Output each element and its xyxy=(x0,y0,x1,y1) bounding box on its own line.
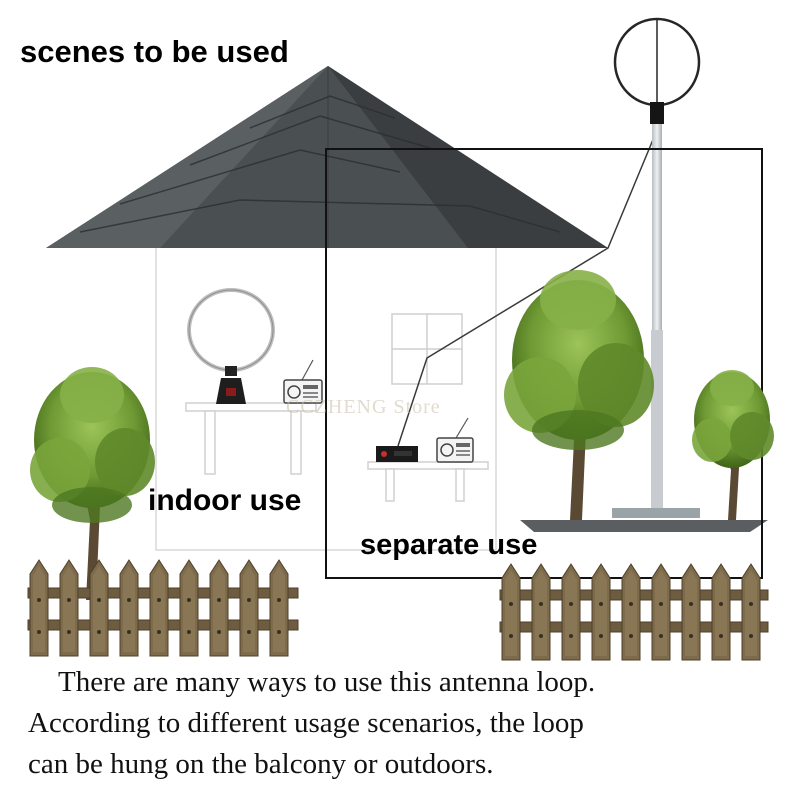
radio-icon xyxy=(283,359,323,404)
antenna-cable xyxy=(397,129,658,447)
caption-line: can be hung on the balcony or outdoors. xyxy=(28,748,494,780)
caption-line: According to different usage scenarios, … xyxy=(28,707,584,739)
tree-icon xyxy=(504,270,654,520)
radio-icon xyxy=(436,417,474,463)
description-caption: There are many ways to use this antenna … xyxy=(28,662,788,785)
indoor-use-label: indoor use xyxy=(148,484,302,517)
page-title: scenes to be used xyxy=(20,34,289,69)
mast-antenna xyxy=(612,17,701,518)
tree-icon xyxy=(30,367,155,600)
tree-icon xyxy=(692,370,774,520)
separate-use-label: separate use xyxy=(360,529,538,561)
loop-antenna-icon xyxy=(187,288,275,404)
balcony-platform xyxy=(520,520,768,532)
receiver-box-icon xyxy=(376,446,418,462)
fence-icon xyxy=(27,559,299,657)
caption-line: There are many ways to use this antenna … xyxy=(58,666,596,698)
fence-icon xyxy=(499,563,769,661)
store-watermark: CCZHENG Store xyxy=(286,396,441,418)
separate-shelf xyxy=(367,461,489,502)
house-window xyxy=(391,313,463,385)
indoor-table xyxy=(185,402,317,475)
